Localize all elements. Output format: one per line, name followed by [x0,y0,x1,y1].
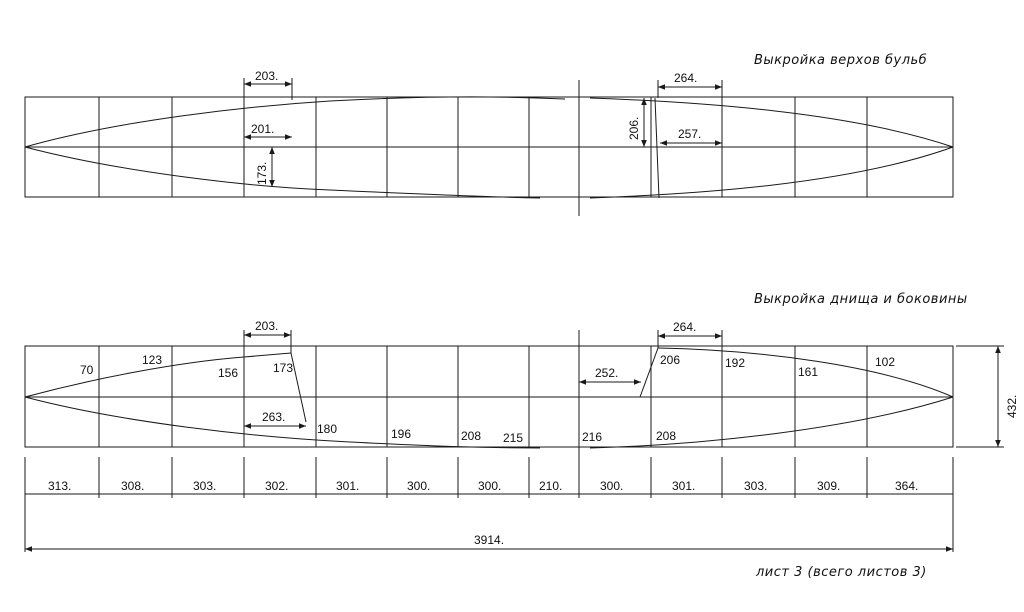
bottom-dim-263: 263. [262,410,285,424]
upper-value: 173 [273,361,293,375]
segment-label: 301. [336,479,359,493]
lower-value: 180 [317,422,337,436]
top-dim-201: 201. [251,122,274,136]
bottom-dim-252: 252. [595,366,618,380]
lower-value: 196 [391,427,411,441]
segment-labels: 313. 308. 303. 302. 301. 300. 300. 210. … [48,479,918,547]
bottom-outline [24,347,954,449]
top-pattern-title: Выкройка верхов бульб [754,53,927,68]
segment-label: 300. [600,479,623,493]
bottom-pattern-title: Выкройка днища и боковины [754,292,968,307]
lower-values: 180 196 208 215 216 208 [317,422,676,445]
segment-label: 300. [407,479,430,493]
top-dim-257: 257. [678,127,701,141]
segment-label: 313. [48,479,71,493]
total-length-label: 3914. [474,533,504,547]
upper-values: 70 123 156 173 206 192 161 102 [80,353,895,380]
top-pattern: 203. 201. 173. 206. 264. 257. [24,69,954,216]
lower-value: 216 [582,430,602,444]
bottom-dim-432: 432. [1005,395,1019,418]
segment-label: 308. [121,479,144,493]
top-dim-206: 206. [627,117,641,140]
upper-value: 102 [875,355,895,369]
segment-label: 300. [478,479,501,493]
bottom-pattern: 203. 263. 264. 252. 432. 70 123 156 173 … [24,319,1019,552]
segment-label: 301. [672,479,695,493]
bottom-dimensions: 203. 263. 264. 252. 432. [243,319,1019,448]
top-dim-173: 173. [255,162,269,185]
segment-label: 302. [265,479,288,493]
top-grid [24,80,954,216]
lower-value: 208 [656,429,676,443]
lower-value: 208 [461,429,481,443]
upper-value: 206 [660,353,680,367]
segment-label: 309. [817,479,840,493]
top-dimensions: 203. 201. 173. 206. 264. 257. [243,69,723,187]
top-dim-203: 203. [255,69,278,83]
bottom-grid [24,330,954,492]
top-outline [24,96,954,199]
segment-label: 364. [895,479,918,493]
top-dim-264: 264. [674,71,697,85]
segment-label: 303. [744,479,767,493]
upper-value: 156 [218,366,238,380]
upper-value: 192 [725,356,745,370]
segment-dimensions [24,457,954,552]
upper-value: 161 [798,365,818,379]
bottom-dim-203: 203. [255,319,278,333]
lower-value: 215 [503,431,523,445]
upper-value: 70 [80,363,94,377]
upper-value: 123 [142,353,162,367]
segment-label: 303. [193,479,216,493]
sheet-label: лист 3 (всего листов 3) [755,565,927,580]
segment-label: 210. [539,479,562,493]
bottom-dim-264: 264. [673,320,696,334]
